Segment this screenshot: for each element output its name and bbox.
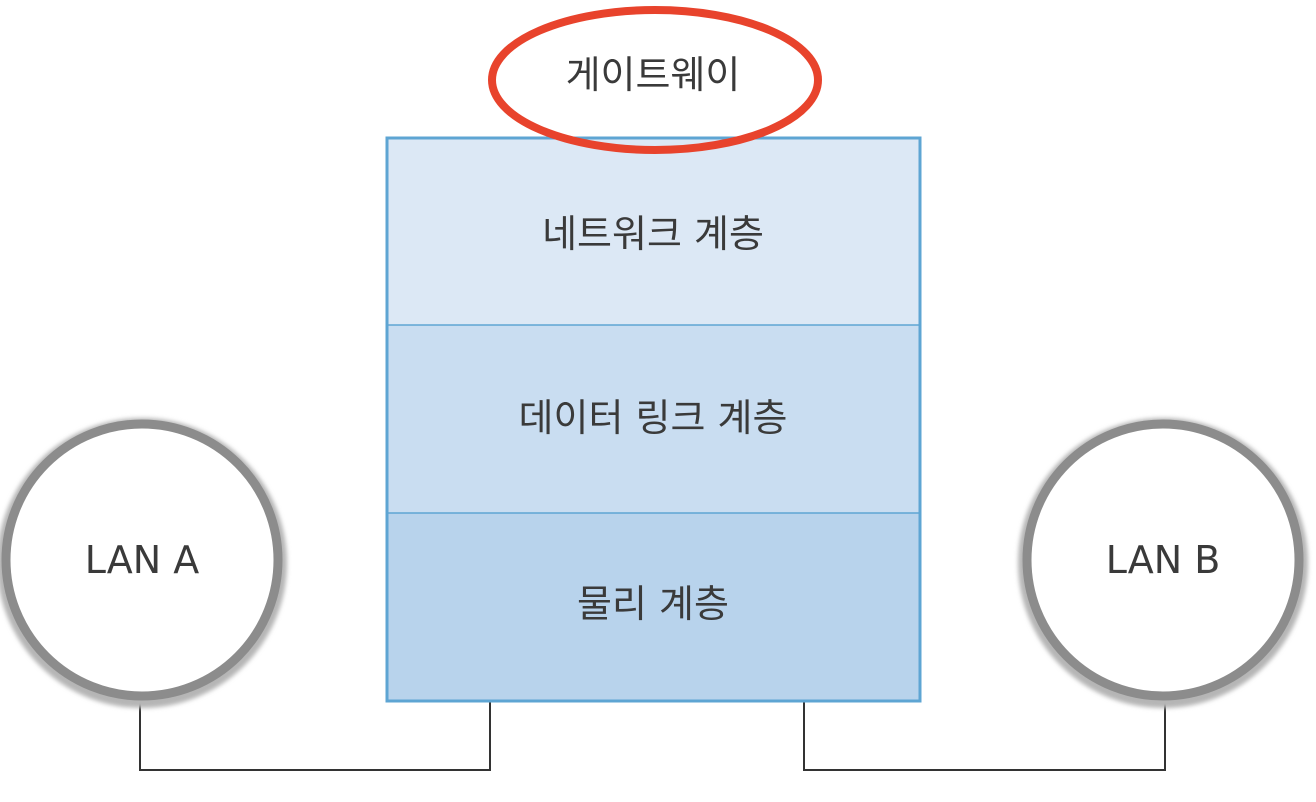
- layer-network-label: 네트워크 계층: [542, 212, 764, 256]
- layer-network-box: [387, 138, 920, 325]
- gateway-title: 게이트웨이: [566, 53, 741, 97]
- lan-a-node: LAN A: [0, 418, 287, 708]
- layer-physical-box: [387, 513, 920, 701]
- lan-a-label: LAN A: [85, 538, 200, 582]
- layer-physical-label: 물리 계층: [577, 582, 729, 626]
- lan-b-circle: [1022, 419, 1304, 701]
- layer-datalink-label: 데이터 링크 계층: [519, 396, 788, 440]
- lan-b-label: LAN B: [1106, 538, 1221, 582]
- lan-b-node: LAN B: [1018, 418, 1308, 708]
- layer-stack: 네트워크 계층 데이터 링크 계층 물리 계층: [385, 136, 922, 703]
- gateway-title-group: 게이트웨이: [488, 6, 822, 154]
- connector-lan-a: [139, 700, 491, 771]
- highlight-ellipse: [488, 6, 822, 154]
- lan-a-circle: [1, 419, 283, 701]
- connector-lan-b: [803, 700, 1166, 771]
- layer-datalink-box: [387, 325, 920, 513]
- layer-stack-border: [385, 136, 922, 703]
